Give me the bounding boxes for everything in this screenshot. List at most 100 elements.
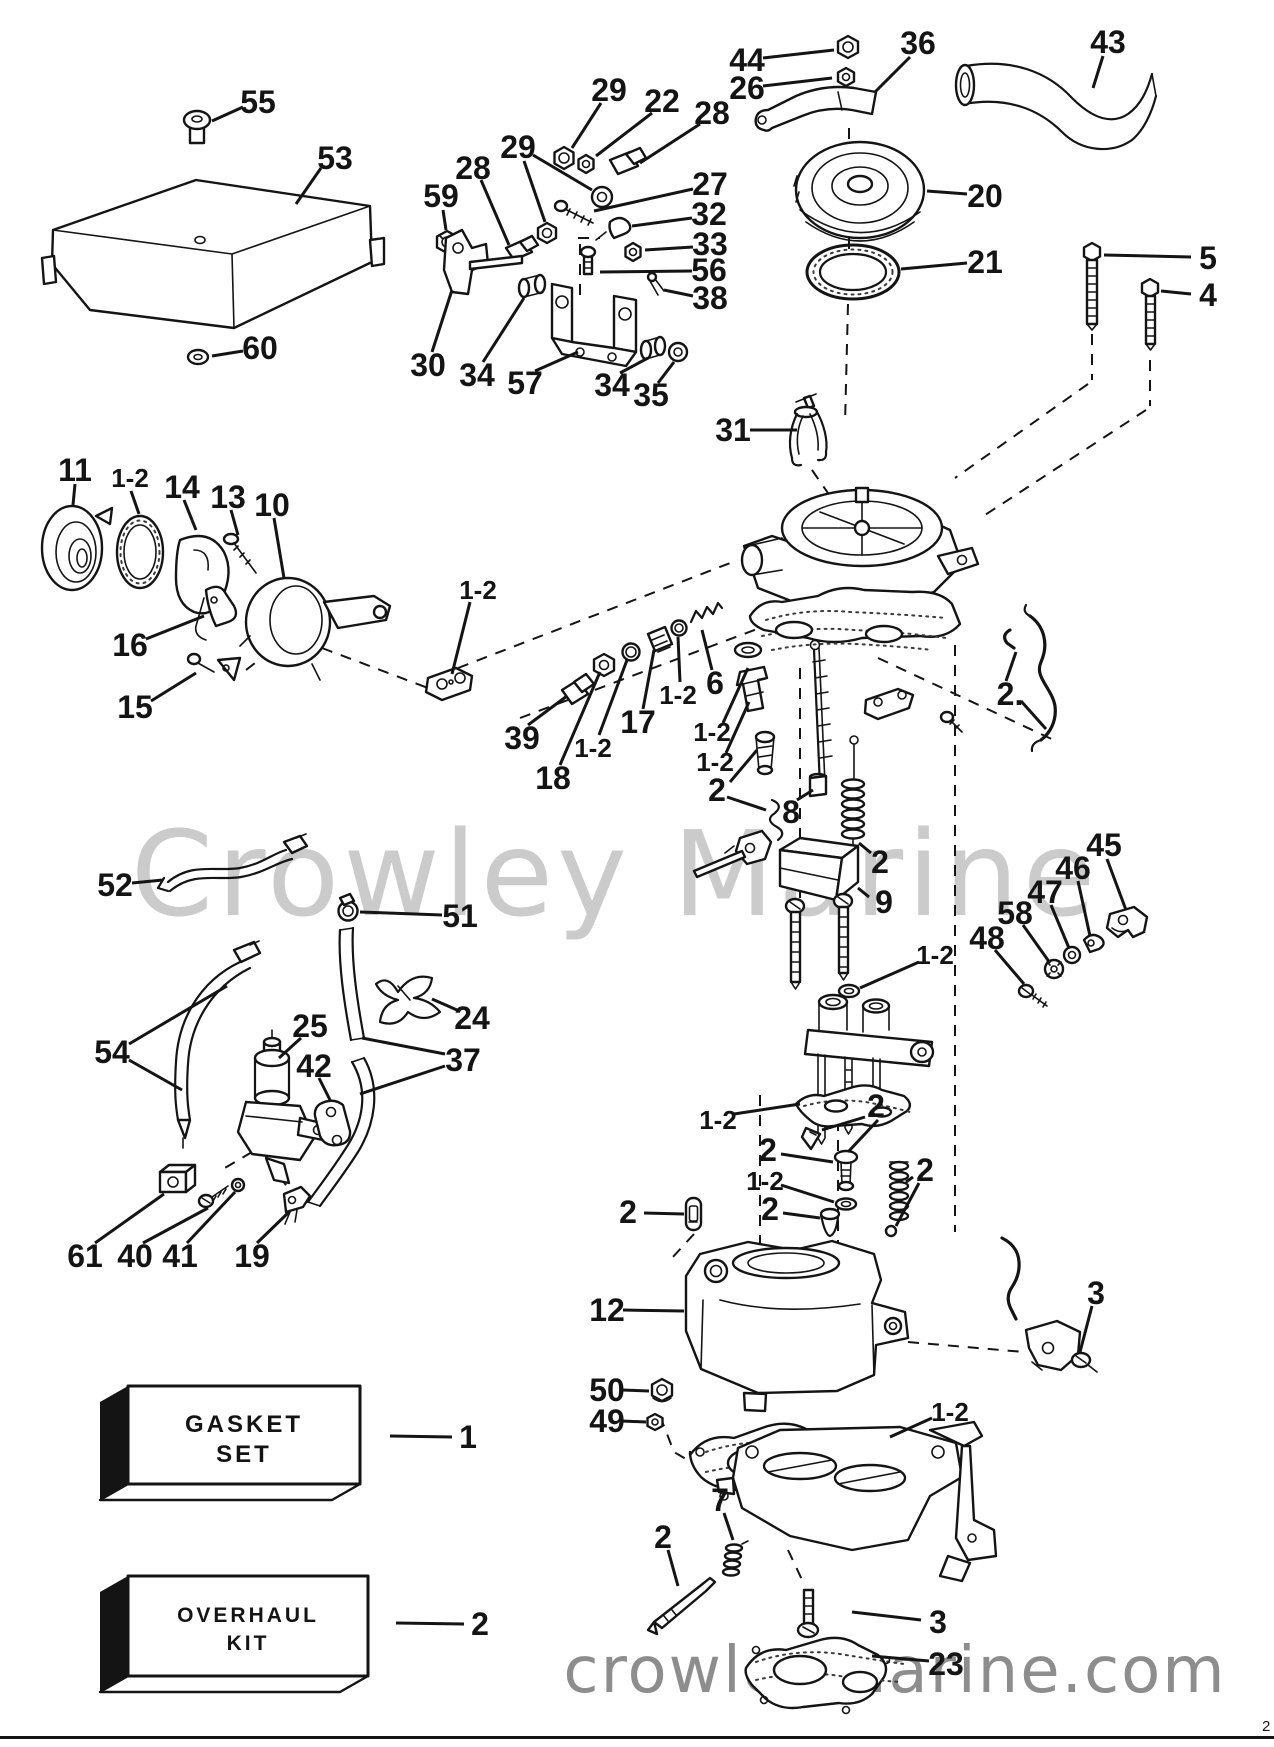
part-2-ball <box>884 1224 898 1238</box>
leader-line <box>593 187 694 213</box>
leader-line <box>762 48 835 60</box>
leader-line <box>733 1102 801 1116</box>
callout-1-2: 1-2 <box>746 1166 784 1196</box>
part-38-cotter-pin <box>646 271 665 296</box>
callout-2: 2 <box>871 844 889 880</box>
leader-line <box>643 1211 685 1216</box>
leader-line <box>128 1058 183 1092</box>
leader-line <box>145 614 205 641</box>
leader-line <box>656 361 676 384</box>
part-20-flame-arrestor <box>793 140 926 242</box>
leader-line <box>294 167 323 205</box>
leader-line <box>700 629 714 671</box>
callout-1: 1 <box>459 1419 477 1455</box>
leader-line <box>857 886 870 899</box>
throttle-body-group <box>646 1420 998 1715</box>
part-2-cone <box>800 1126 822 1151</box>
part-34-bushing <box>517 273 547 299</box>
callout-60: 60 <box>242 330 278 366</box>
leader-line <box>726 795 767 812</box>
part-4-bolt <box>1140 277 1160 351</box>
leader-line <box>858 841 872 855</box>
callout-6: 6 <box>706 665 724 701</box>
inlet-parts-row <box>560 601 724 706</box>
part-6-spring <box>689 601 724 624</box>
bottom-rule <box>0 1736 1274 1739</box>
part-58-star-washer <box>1043 958 1065 980</box>
leader-line <box>1160 289 1192 296</box>
part-hose-vertical <box>338 926 366 1042</box>
leader-line <box>993 949 1026 985</box>
callout-1-2: 1-2 <box>696 747 734 777</box>
part-50-nut <box>650 1377 674 1403</box>
callout-1-2: 1-2 <box>699 1105 737 1135</box>
callout-17: 17 <box>620 704 656 740</box>
part-10-diaphragm <box>239 576 392 681</box>
part-2-spring <box>888 1160 910 1222</box>
callout-1-2: 1-2 <box>111 463 149 493</box>
part-22-nut <box>577 153 595 175</box>
leader-line <box>359 910 443 917</box>
choke-rod-group <box>863 603 1057 753</box>
callout-27: 27 <box>692 166 728 202</box>
part-1-2-lever-plate <box>424 666 474 702</box>
part-9-float <box>778 836 860 902</box>
callout-31: 31 <box>715 412 751 448</box>
callout-12: 12 <box>589 1292 625 1328</box>
leader-line <box>621 1388 650 1393</box>
part-17-filter <box>646 625 674 653</box>
leader-line <box>894 1182 921 1227</box>
leader-line <box>663 288 694 298</box>
callout-21: 21 <box>967 244 1003 280</box>
callout-38: 38 <box>692 280 728 316</box>
callout-3: 3 <box>929 1604 947 1640</box>
leader-line <box>595 111 653 158</box>
callout-7: 7 <box>711 1482 729 1518</box>
callout-39: 39 <box>504 720 540 756</box>
gasket-set-box: GASKET SET <box>98 1384 362 1502</box>
callout-1-2: 1-2 <box>931 1397 969 1427</box>
part-39-elbow-fitting <box>560 672 596 706</box>
leader-line <box>185 1190 237 1245</box>
part-rod-hook <box>1003 628 1016 650</box>
part-47-washer <box>1062 945 1082 965</box>
leader-line <box>859 960 920 990</box>
leader-line <box>211 349 244 358</box>
callout-9: 9 <box>875 884 893 920</box>
leader-line <box>359 1064 446 1096</box>
leader-line <box>724 701 751 754</box>
part-15-screw <box>186 652 242 682</box>
callout-2: 2 <box>619 1194 637 1230</box>
callout-25: 25 <box>292 1008 328 1044</box>
part-26-nut <box>836 66 856 88</box>
float-bowl-column <box>692 639 866 902</box>
leader-line <box>182 499 198 531</box>
leader-line <box>479 179 511 246</box>
leader-line <box>558 671 602 766</box>
callout-2: 2 <box>654 1519 672 1555</box>
part-19-clip <box>282 1185 312 1225</box>
leader-line <box>229 509 240 536</box>
part-1-2-oring-2 <box>670 619 688 637</box>
part-31-choke-fork <box>788 393 828 467</box>
part-40-screw <box>197 1185 229 1209</box>
leader-line <box>142 1206 209 1245</box>
leader-line <box>622 1308 685 1313</box>
part-43-hose <box>954 62 1158 151</box>
leader-line <box>644 245 694 252</box>
leader-line <box>780 1152 834 1164</box>
part-12-fuel-bowl <box>684 1239 910 1413</box>
leader-line <box>846 1118 880 1154</box>
part-23-base-gasket <box>744 1636 905 1715</box>
leader-line <box>272 517 286 579</box>
leader-line <box>1049 904 1071 949</box>
callout-13: 13 <box>210 479 246 515</box>
leader-line <box>780 1183 835 1204</box>
callout-18: 18 <box>535 760 571 796</box>
leader-line <box>1105 858 1128 911</box>
leader-line <box>676 636 682 683</box>
part-54-hose <box>174 940 262 1149</box>
callout-14: 14 <box>164 469 200 505</box>
leader-line <box>639 122 701 165</box>
